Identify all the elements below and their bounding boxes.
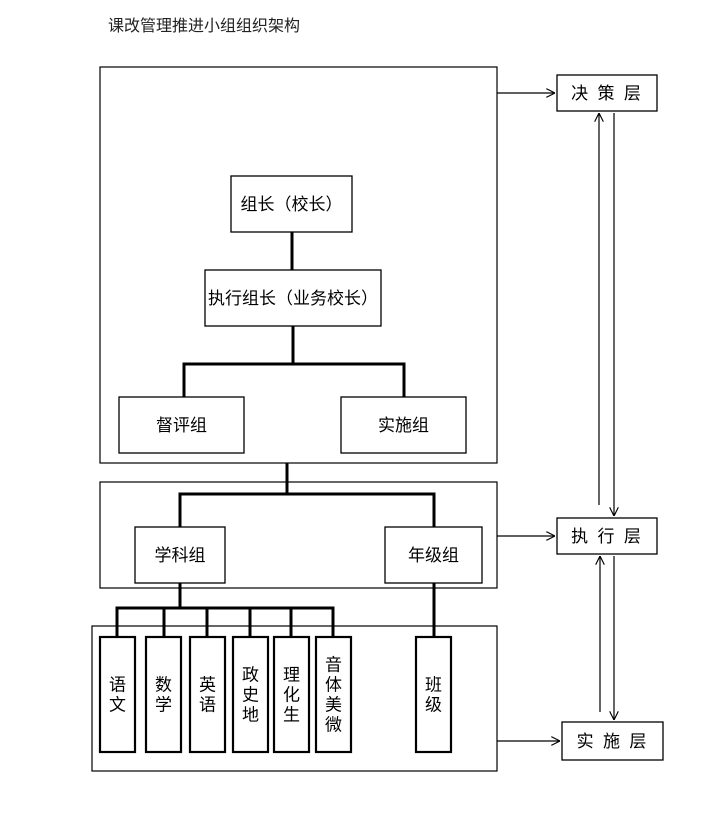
- grade-group-label: 年级组: [408, 546, 459, 566]
- layer-execution-label: 执 行 层: [571, 527, 643, 547]
- node-group-leader: 组长（校长）: [230, 175, 353, 233]
- subject-label-arts: 音体美微: [325, 656, 342, 736]
- connector-exec-groups: [178, 492, 436, 527]
- subject-label-physchembio: 理化生: [283, 666, 300, 726]
- layer-decision: 决 策 层: [556, 74, 658, 112]
- node-supervision-group: 督评组: [118, 396, 245, 454]
- subject-label-polhisgeo: 政史地: [242, 666, 259, 726]
- node-subject-group: 学科组: [134, 526, 226, 584]
- node-subject-math: [144, 635, 183, 754]
- subject-label-math: 数学: [155, 676, 172, 716]
- group-leader-label: 组长（校长）: [241, 195, 343, 215]
- decision-frame: [99, 66, 498, 464]
- node-grade-group: 年级组: [384, 526, 483, 584]
- node-subject-polhisgeo: [231, 635, 270, 754]
- execution-frame: [99, 481, 498, 589]
- connector-branch-groups: [182, 362, 406, 397]
- node-class: [414, 635, 453, 754]
- diagram-title: 课改管理推进小组组织架构: [108, 16, 300, 35]
- layer-implementation-label: 实 施 层: [577, 732, 649, 752]
- implementation-frame: [91, 625, 498, 772]
- node-implementation-group: 实施组: [340, 396, 467, 454]
- layer-implementation: 实 施 层: [561, 721, 664, 761]
- node-exec-leader: 执行组长（业务校长）: [204, 269, 382, 327]
- layer-execution: 执 行 层: [556, 517, 658, 555]
- node-subject-arts: [314, 635, 353, 754]
- subject-label-english: 英语: [199, 676, 216, 716]
- class-label: 班级: [425, 676, 442, 716]
- implementation-group-label: 实施组: [378, 416, 429, 436]
- subject-label-chinese: 语文: [109, 676, 126, 716]
- exec-leader-label: 执行组长（业务校长）: [208, 289, 378, 309]
- node-subject-physchembio: [272, 635, 311, 754]
- connector-subject-bar: [115, 606, 335, 637]
- node-subject-english: [188, 635, 227, 754]
- subject-group-label: 学科组: [155, 546, 206, 566]
- node-subject-chinese: [98, 635, 137, 754]
- supervision-group-label: 督评组: [156, 416, 207, 436]
- layer-decision-label: 决 策 层: [571, 84, 643, 104]
